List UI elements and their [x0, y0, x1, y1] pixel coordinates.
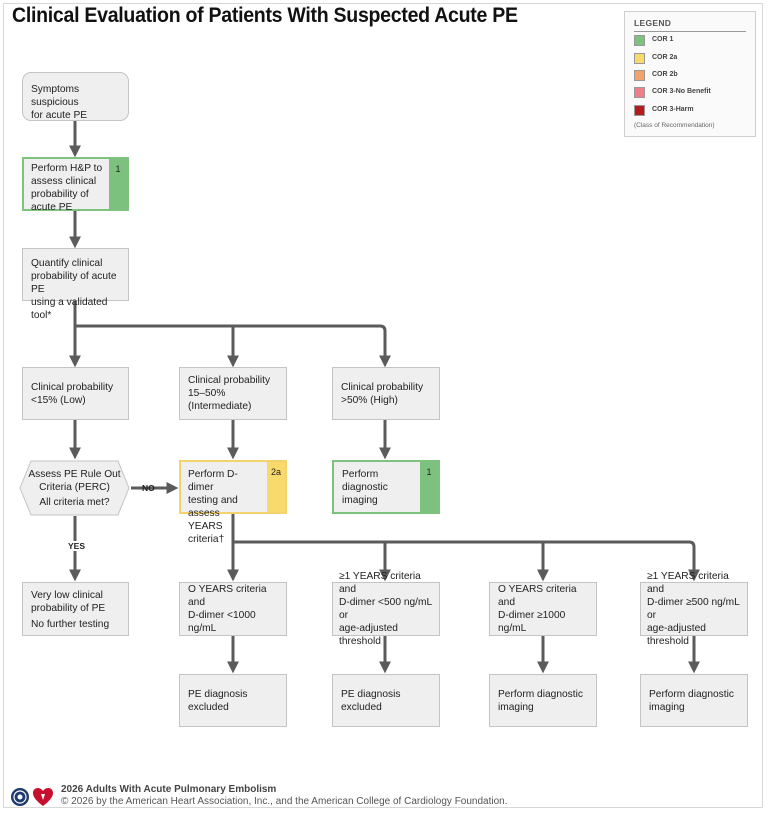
- node-years1-low-ddimer: ≥1 YEARS criteria and D-dimer <500 ng/mL…: [332, 571, 440, 647]
- node-perc-shape: [19, 460, 130, 516]
- node-imaging-3: Perform diagnostic imaging: [489, 674, 597, 727]
- node-imaging-4: Perform diagnostic imaging: [640, 674, 748, 727]
- legend-note: (Class of Recommendation): [634, 122, 715, 129]
- node-hp: Perform H&P to assess clinical probabili…: [22, 157, 129, 213]
- node-quantify-text: Quantify clinical probability of acute P…: [31, 258, 117, 321]
- node-years0-low-ddimer-text: O YEARS criteria and D-dimer <1000 ng/mL: [188, 584, 267, 634]
- footer-logos: [11, 786, 57, 813]
- node-ddimer: Perform D-dimer testing and assess YEARS…: [179, 460, 287, 545]
- node-perc-line2: Criteria (PERC): [39, 482, 110, 493]
- node-perc-line1: Assess PE Rule Out: [28, 469, 121, 480]
- node-perc-line3: All criteria met?: [39, 497, 110, 508]
- node-low-text: Clinical probability <15% (Low): [31, 381, 114, 406]
- arrow-branch-to-high: [75, 324, 391, 368]
- node-intermediate-text: Clinical probability 15–50% (Intermediat…: [188, 375, 271, 412]
- legend-swatch-cor2a: [634, 53, 645, 64]
- footer-guideline-title: 2026 Adults With Acute Pulmonary Embolis…: [61, 784, 277, 795]
- legend: LEGEND COR 1 COR 2a COR 2b COR 3-No Bene…: [624, 11, 756, 137]
- cor-badge-hp: 1: [109, 159, 127, 209]
- node-perc: Assess PE Rule Out Criteria (PERC) All c…: [19, 460, 130, 516]
- node-pe-excluded-1: PE diagnosis excluded: [179, 674, 287, 727]
- node-pe-excluded-2-text: PE diagnosis excluded: [341, 688, 401, 713]
- node-years0-high-ddimer-text: O YEARS criteria and D-dimer ≥1000 ng/mL: [498, 584, 577, 634]
- node-imaging-high-text: Perform diagnostic imaging: [342, 468, 388, 506]
- legend-label-cor3-no-benefit: COR 3-No Benefit: [652, 88, 711, 95]
- node-imaging-3-text: Perform diagnostic imaging: [498, 688, 583, 713]
- node-no-further-testing: No further testing: [31, 619, 110, 630]
- node-pe-excluded-2: PE diagnosis excluded: [332, 674, 440, 727]
- node-hp-text: Perform H&P to assess clinical probabili…: [31, 163, 103, 213]
- legend-label-cor3-harm: COR 3-Harm: [652, 106, 694, 113]
- edge-label-no: NO: [142, 483, 155, 493]
- node-symptoms: Symptoms suspicious for acute PE: [22, 72, 129, 121]
- legend-label-cor1: COR 1: [652, 36, 674, 43]
- page-title: Clinical Evaluation of Patients With Sus…: [12, 4, 518, 27]
- node-low: Clinical probability <15% (Low): [22, 367, 129, 420]
- node-perc-text: Assess PE Rule Out Criteria (PERC) All c…: [19, 468, 130, 509]
- node-high: Clinical probability >50% (High): [332, 367, 440, 420]
- legend-label-cor2b: COR 2b: [652, 71, 678, 78]
- edge-label-yes: YES: [67, 541, 87, 551]
- footer-copyright: © 2026 by the American Heart Association…: [61, 796, 508, 807]
- legend-divider: [634, 31, 746, 32]
- node-very-low-text: Very low clinical probability of PE: [31, 590, 106, 614]
- node-intermediate: Clinical probability 15–50% (Intermediat…: [179, 367, 287, 420]
- node-years1-low-ddimer-text: ≥1 YEARS criteria and D-dimer <500 ng/mL…: [339, 571, 432, 647]
- node-pe-excluded-1-text: PE diagnosis excluded: [188, 688, 248, 713]
- legend-swatch-cor3-no-benefit: [634, 87, 645, 98]
- node-imaging-high: Perform diagnostic imaging 1: [332, 460, 440, 514]
- node-very-low: Very low clinical probability of PE No f…: [22, 582, 129, 636]
- society-logos-icon: [11, 788, 53, 806]
- node-years0-high-ddimer: O YEARS criteria and D-dimer ≥1000 ng/mL: [489, 582, 597, 636]
- node-imaging-4-text: Perform diagnostic imaging: [649, 688, 734, 713]
- node-ddimer-text: Perform D-dimer testing and assess YEARS…: [188, 469, 238, 545]
- legend-label-cor2a: COR 2a: [652, 54, 678, 61]
- node-high-text: Clinical probability >50% (High): [341, 381, 424, 406]
- node-years1-high-ddimer-text: ≥1 YEARS criteria and D-dimer ≥500 ng/mL…: [647, 571, 740, 647]
- figure-frame: [3, 3, 763, 808]
- cor-badge-imaging-high: 1: [420, 462, 438, 512]
- legend-swatch-cor2b: [634, 70, 645, 81]
- node-symptoms-text: Symptoms suspicious for acute PE: [31, 84, 88, 121]
- node-years0-low-ddimer: O YEARS criteria and D-dimer <1000 ng/mL: [179, 582, 287, 636]
- legend-swatch-cor1: [634, 35, 645, 46]
- legend-swatch-cor3-harm: [634, 105, 645, 116]
- arrow-branch-to-years1-high: [233, 540, 700, 582]
- cor-badge-ddimer: 2a: [267, 462, 285, 512]
- node-quantify: Quantify clinical probability of acute P…: [22, 248, 129, 321]
- legend-heading: LEGEND: [634, 18, 672, 28]
- node-years1-high-ddimer: ≥1 YEARS criteria and D-dimer ≥500 ng/mL…: [640, 571, 748, 647]
